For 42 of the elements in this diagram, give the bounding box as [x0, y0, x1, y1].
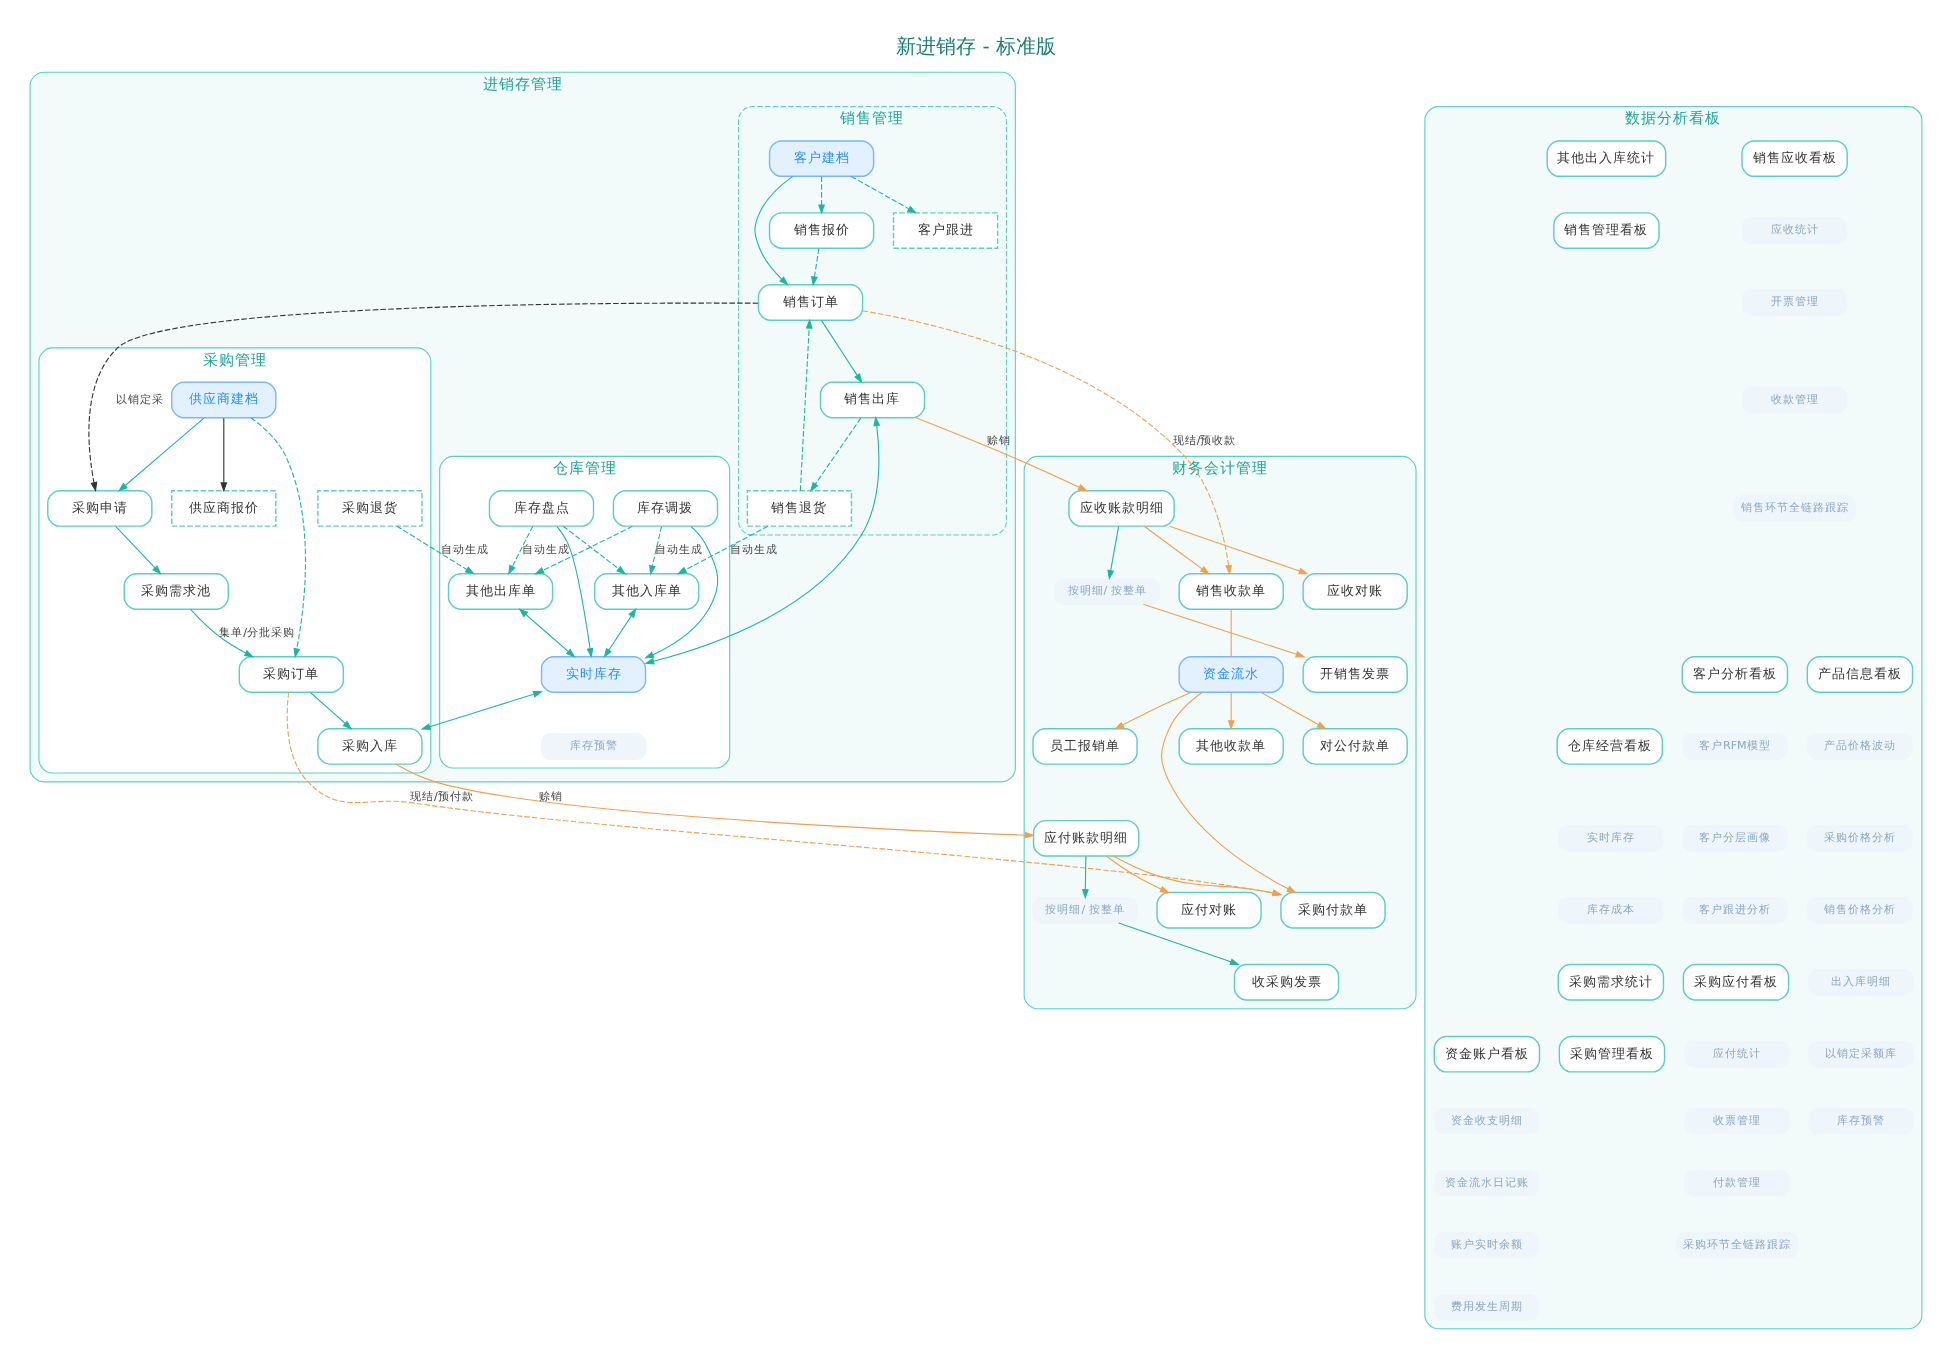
arrow [809, 416, 862, 492]
arrow [915, 416, 1088, 491]
arrow [754, 174, 794, 285]
arrow [1107, 524, 1120, 579]
arrow [1081, 854, 1089, 899]
arrow [821, 319, 863, 383]
arrow [309, 690, 353, 729]
arrow [420, 690, 543, 729]
arrow [220, 416, 228, 492]
arrow [1260, 690, 1327, 729]
arrow [644, 524, 719, 658]
arrow [1118, 921, 1240, 965]
arrow [850, 174, 918, 213]
arrow [395, 762, 1035, 838]
arrow [508, 524, 534, 575]
arrow [862, 309, 1232, 574]
arrow [190, 607, 255, 657]
arrow [818, 175, 826, 214]
arrow [811, 247, 820, 286]
arrow [88, 301, 759, 491]
arrow [115, 524, 162, 574]
arrow [1143, 524, 1210, 574]
arrow [250, 416, 307, 658]
arrow [396, 524, 475, 574]
arrow [562, 524, 627, 574]
arrow [799, 317, 813, 491]
arrow [556, 524, 594, 658]
arrow [1114, 690, 1192, 729]
arrow [644, 415, 881, 664]
diagram-title: 新进销存 - 标准版 [896, 35, 1056, 58]
arrow [1169, 524, 1309, 574]
arrow [518, 607, 576, 657]
arrow [1142, 602, 1306, 657]
arrow [1112, 854, 1283, 896]
arrow [534, 524, 633, 574]
arrow [1106, 854, 1170, 893]
arrow [1227, 690, 1235, 730]
arrow [1161, 690, 1297, 893]
arrow [649, 524, 663, 575]
connector [1230, 607, 1232, 657]
arrow [118, 416, 205, 491]
arrow [603, 606, 637, 658]
